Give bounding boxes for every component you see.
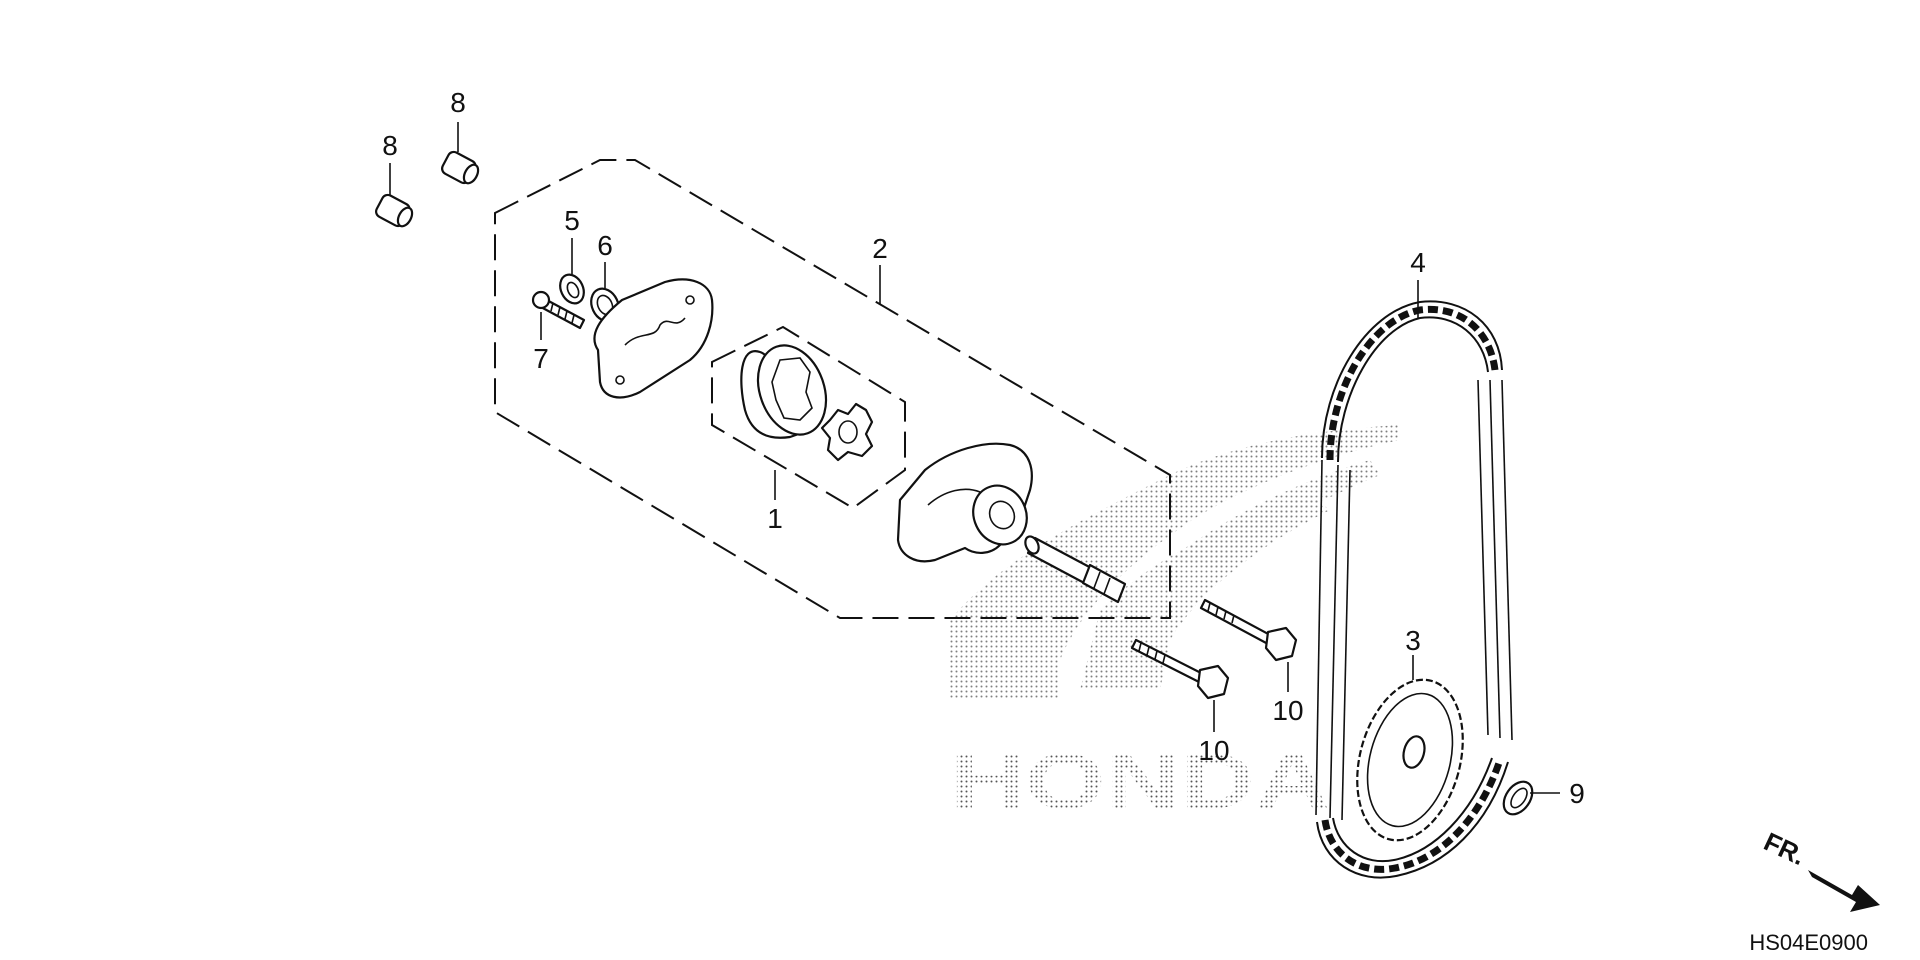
flange-bolt-icon <box>1199 598 1298 662</box>
callout-2: 2 <box>872 233 888 264</box>
pump-body-icon <box>896 442 1033 563</box>
callout-1: 1 <box>767 503 783 534</box>
honda-wordmark-watermark: HONDA <box>950 737 1330 825</box>
flange-bolt-icon <box>1130 638 1230 700</box>
callout-10-right: 10 <box>1272 695 1303 726</box>
drive-chain-icon <box>1315 300 1513 879</box>
callout-8-left: 8 <box>382 130 398 161</box>
front-direction-arrow-icon <box>1808 870 1880 912</box>
screw-icon <box>531 290 586 330</box>
callout-8-right: 8 <box>450 87 466 118</box>
pump-cover-icon <box>593 278 714 399</box>
oil-pump-assembly-outline <box>494 159 1171 619</box>
dowel-pin-icon <box>559 273 585 305</box>
inner-rotor-icon <box>820 402 874 462</box>
rotor-set-outline <box>711 325 906 510</box>
leader-lines <box>389 122 1560 794</box>
callout-7: 7 <box>533 343 549 374</box>
diagram-code: HS04E0900 <box>1749 930 1868 955</box>
callout-9: 9 <box>1569 778 1585 809</box>
callout-4: 4 <box>1410 247 1426 278</box>
callout-3: 3 <box>1405 625 1421 656</box>
sprocket-icon <box>1356 678 1464 842</box>
callout-5: 5 <box>564 205 580 236</box>
callout-10-left: 10 <box>1198 735 1229 766</box>
outer-rotor-icon <box>740 344 828 439</box>
front-direction-label: FR. <box>1759 826 1810 871</box>
callout-6: 6 <box>597 230 613 261</box>
pump-shaft-icon <box>1024 535 1127 604</box>
collar-icon <box>375 150 480 228</box>
honda-wing-watermark <box>950 425 1400 700</box>
circlip-icon <box>1502 780 1534 816</box>
